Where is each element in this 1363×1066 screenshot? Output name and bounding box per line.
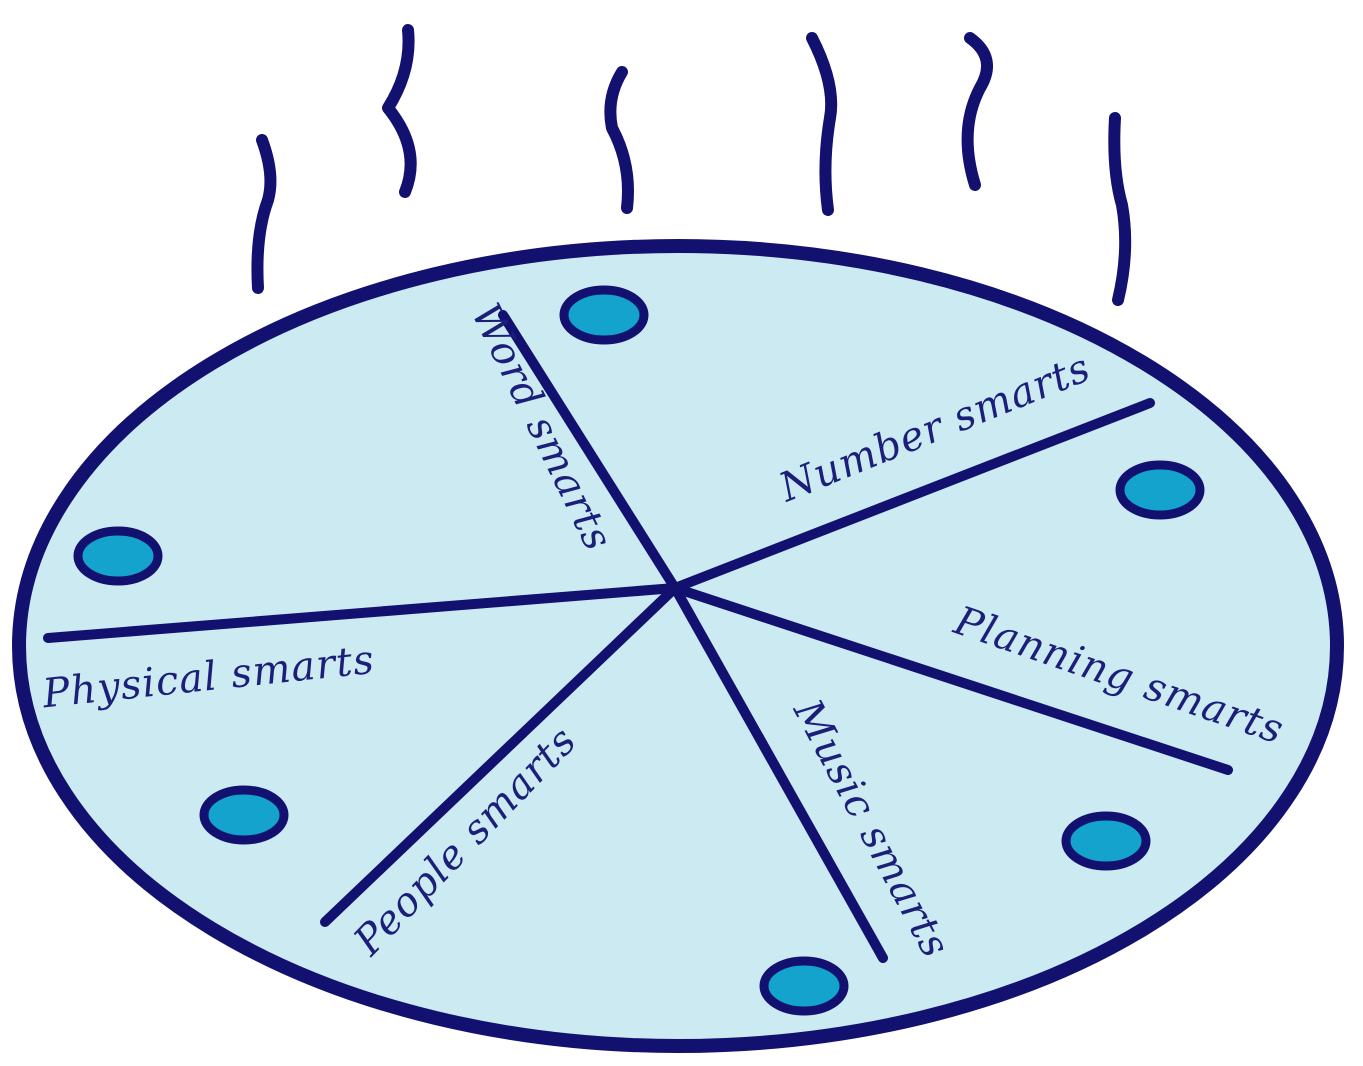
steam-wisp <box>812 38 831 210</box>
pizza-plate <box>19 246 1337 1046</box>
topping-dot <box>204 790 284 840</box>
steam-wisp <box>968 38 987 185</box>
steam-wisp <box>257 140 270 288</box>
steam-wisp <box>388 30 411 192</box>
topping-dot <box>1066 816 1146 866</box>
topping-dot <box>1120 465 1200 515</box>
topping-dot <box>564 290 644 340</box>
topping-dot <box>78 531 158 581</box>
steam-wisp <box>1114 118 1125 300</box>
steam-wisp <box>610 72 628 208</box>
topping-dot <box>764 961 844 1011</box>
